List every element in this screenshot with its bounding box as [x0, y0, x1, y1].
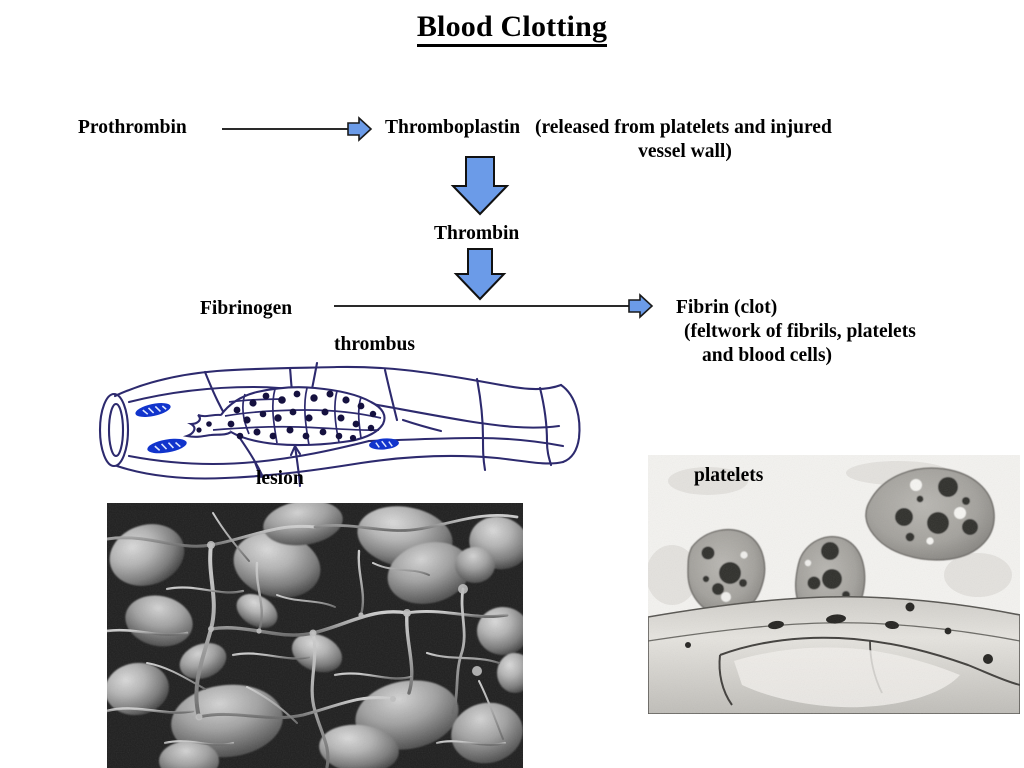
fibrin-line-3: and blood cells) [702, 345, 833, 366]
figure-tem-platelets [648, 455, 1020, 714]
flow-arrows-layer [222, 117, 653, 318]
label-lesion: lesion [256, 468, 304, 489]
flow-node-fibrin: Fibrin (clot) (feltwork of fibrils, plat… [676, 296, 916, 368]
vessel-diagram [98, 361, 581, 488]
thromboplastin-note-line2: vessel wall) [638, 141, 732, 162]
thromboplastin-to-thrombin-arrow [450, 156, 510, 216]
sem-fibrin-graphic [107, 503, 523, 768]
page-title: Blood Clotting [0, 10, 1024, 47]
fibrin-line-2: (feltwork of fibrils, platelets [684, 321, 916, 342]
label-thrombus: thrombus [334, 334, 415, 355]
thromboplastin-note-line1: (released from platelets and injured [534, 117, 832, 138]
thrombin-to-fibrin-arrow [453, 248, 507, 301]
prothrombin-to-thromboplastin-arrowhead [347, 117, 372, 141]
flow-node-prothrombin: Prothrombin [78, 117, 187, 138]
page-title-text: Blood Clotting [416, 10, 608, 47]
tem-platelets-graphic [648, 455, 1020, 714]
flow-node-thrombin: Thrombin [434, 223, 520, 244]
thrombus-mass [182, 386, 386, 447]
flow-node-fibrinogen: Fibrinogen [200, 298, 293, 319]
label-platelets: platelets [694, 465, 764, 486]
thromboplastin-text: Thromboplastin [385, 117, 521, 138]
fibrin-line-1: Fibrin (clot) [676, 297, 778, 318]
fibrinogen-to-fibrin-arrowhead [628, 294, 653, 318]
flow-node-thromboplastin: Thromboplastin (released from platelets … [385, 116, 985, 140]
figure-sem-fibrin-mesh [107, 503, 523, 768]
